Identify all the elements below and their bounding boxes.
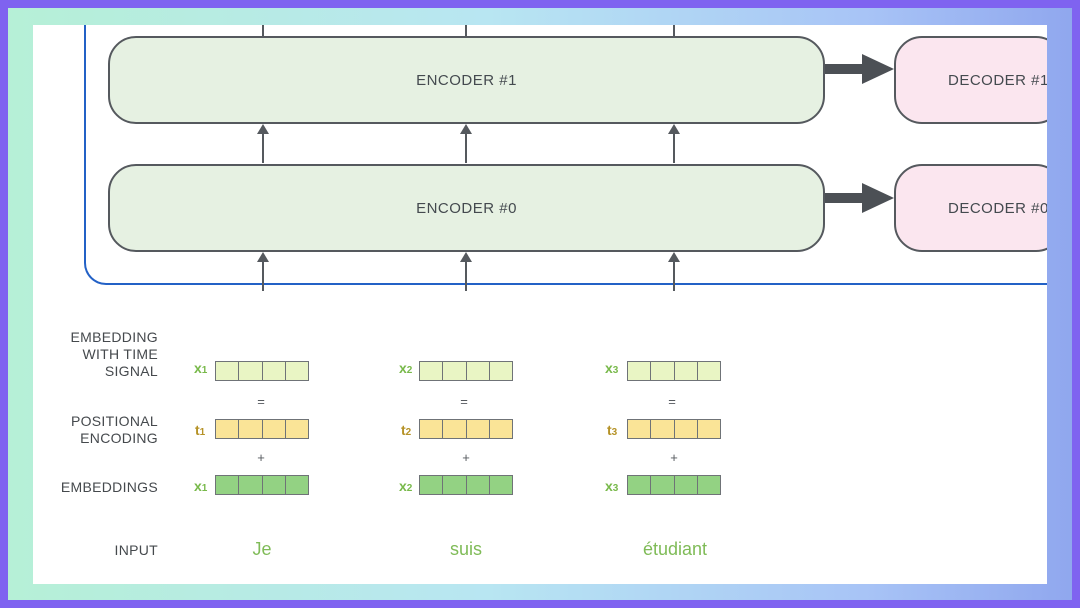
encoder-to-decoder-arrow-head [862,54,894,84]
connector-line [262,25,264,36]
connector-line [262,133,264,163]
positional-symbol: t3 [607,422,618,438]
positional-symbol: t2 [401,422,412,438]
plus-sign: + [462,450,470,465]
input-word: suis [449,539,482,559]
encoder-to-decoder-arrow-shaft [825,193,863,203]
connector-line [465,133,467,163]
arrow-up-icon [257,124,269,134]
row-label-positional-encoding: POSITIONAL ENCODING [70,413,158,446]
connector-line [465,25,467,36]
positional-encoding-vector [215,419,309,439]
encoder-0-label: ENCODER #0 [416,199,517,217]
positional-encoding-vector [419,419,513,439]
input-word: étudiant [642,539,708,559]
positional-encoding-vector [627,419,721,439]
embedding-time-symbol: x3 [605,360,619,376]
arrow-up-icon [257,252,269,262]
input-word: Je [252,539,272,559]
equals-sign: = [257,394,265,409]
arrow-up-icon [460,252,472,262]
equals-sign: = [460,394,468,409]
embedding-symbol: x3 [605,478,619,494]
positional-symbol: t1 [195,422,206,438]
row-label-embeddings: EMBEDDINGS [60,479,158,495]
connector-line [262,261,264,291]
row-label-embedding-with-time-signal: EMBEDDING WITH TIME SIGNAL [70,329,158,379]
decoder-0-label: DECODER #0 [948,199,1047,217]
embedding-vector [627,475,721,495]
embedding-vector [419,475,513,495]
arrow-up-icon [668,124,680,134]
connector-line [465,261,467,291]
plus-sign: + [257,450,265,465]
embedding-time-vector [419,361,513,381]
equals-sign: = [668,394,676,409]
embedding-symbol: x2 [399,478,413,494]
embedding-time-vector [627,361,721,381]
embedding-time-vector [215,361,309,381]
embedding-time-symbol: x2 [399,360,413,376]
encoder-1-label: ENCODER #1 [416,71,517,89]
encoder-to-decoder-arrow-shaft [825,64,863,74]
decoder-1-block: DECODER #1 [894,36,1047,124]
decoder-1-label: DECODER #1 [948,71,1047,89]
embedding-vector [215,475,309,495]
encoder-to-decoder-arrow-head [862,183,894,213]
arrow-up-icon [668,252,680,262]
connector-line [673,133,675,163]
encoder-0-block: ENCODER #0 [108,164,825,252]
row-label-input: INPUT [114,542,158,558]
arrow-up-icon [460,124,472,134]
decoder-0-block: DECODER #0 [894,164,1047,252]
connector-line [673,261,675,291]
encoder-stack-outline [84,25,1047,285]
plus-sign: + [670,450,678,465]
encoder-1-block: ENCODER #1 [108,36,825,124]
embedding-time-symbol: x1 [194,360,208,376]
connector-line [673,25,675,36]
embedding-symbol: x1 [194,478,208,494]
diagram-canvas: ENCODER #1 DECODER #1 ENCODER #0 DECODER… [33,25,1047,584]
